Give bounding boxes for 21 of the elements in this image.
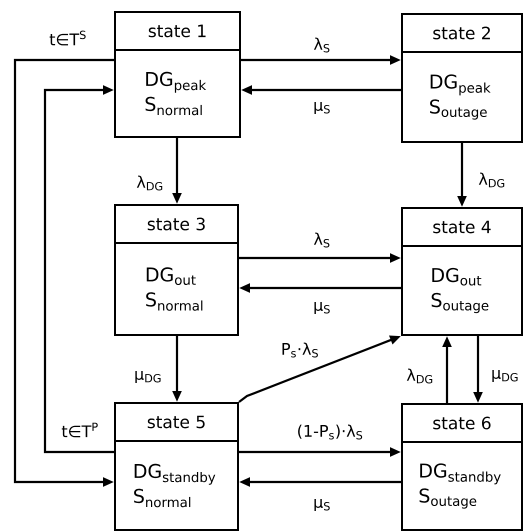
- state-box: state 2 DG$_{peak}$ S$_{outage}$: [401, 13, 523, 143]
- edge-label: λ$_{S}$: [312, 36, 332, 54]
- edge-label: μ$_{S}$: [312, 100, 332, 116]
- edge-label: μ$_{DG}$: [133, 370, 163, 384]
- edge-label: μ$_{S}$: [312, 300, 332, 316]
- edge-label: λ$_{DG}$: [405, 368, 435, 384]
- edge-label: (1-P$_{s}$)·λ$_{S}$: [296, 424, 364, 440]
- edge-label: λ$_{DG}$: [135, 174, 165, 192]
- edge-label: λ$_{S}$: [312, 232, 332, 248]
- edge-label: μ$_{S}$: [312, 498, 332, 512]
- arrow: [44, 85, 114, 454]
- edge-label: t∈T$^{P}$: [60, 422, 100, 438]
- edge-label: μ$_{DG}$: [490, 368, 520, 384]
- state-box: state 4 DG$_{out}$ S$_{outage}$: [401, 207, 523, 336]
- state-box: state 3 DG$_{out}$ S$_{normal}$: [114, 204, 239, 336]
- state-box: state 5 DG$_{standby}$ S$_{normal}$: [114, 402, 239, 531]
- edge-label: λ$_{DG}$: [477, 172, 507, 188]
- edge-label: P$_{s}$·λ$_{S}$: [280, 342, 320, 358]
- state-box: state 6 DG$_{standby}$ S$_{outage}$: [401, 403, 523, 531]
- edge-label: t∈T$^{S}$: [48, 30, 88, 46]
- state-box: state 1 DG$_{peak}$ S$_{normal}$: [114, 11, 241, 138]
